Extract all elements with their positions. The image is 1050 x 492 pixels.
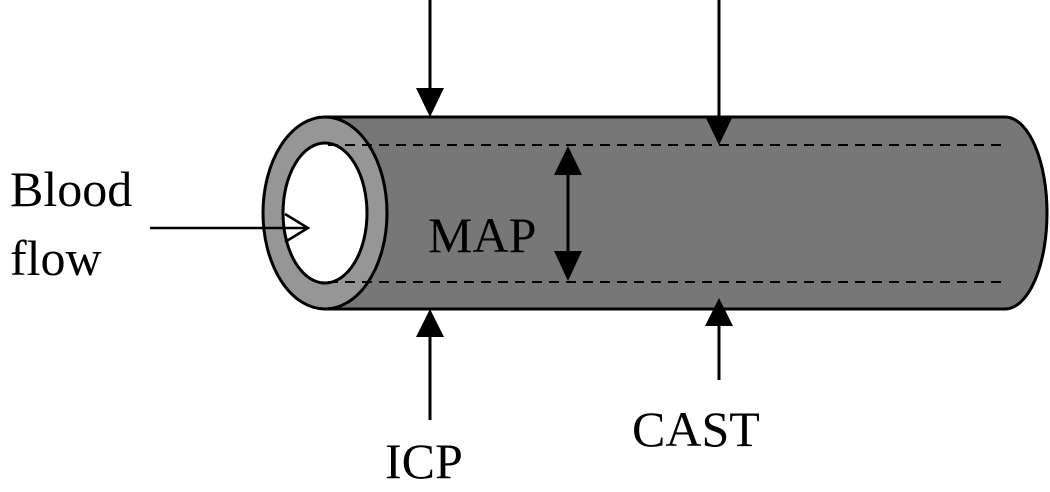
blood-flow-arrow bbox=[150, 212, 311, 244]
icp-arrow bbox=[416, 309, 444, 420]
top-right-pressure-arrow bbox=[705, 0, 733, 145]
map-label: MAP bbox=[428, 207, 536, 263]
vessel-body bbox=[323, 115, 1049, 311]
map-double-arrow bbox=[554, 146, 582, 281]
top-left-pressure-arrow bbox=[416, 0, 444, 117]
cast-label: CAST bbox=[632, 401, 760, 457]
cast-arrow bbox=[705, 298, 733, 380]
blood-flow-label-line1: Blood bbox=[10, 161, 132, 217]
blood-flow-label-line2: flow bbox=[10, 230, 102, 286]
vessel-cylinder bbox=[261, 115, 1049, 311]
vessel-lumen bbox=[281, 141, 369, 285]
icp-label: ICP bbox=[385, 433, 463, 489]
